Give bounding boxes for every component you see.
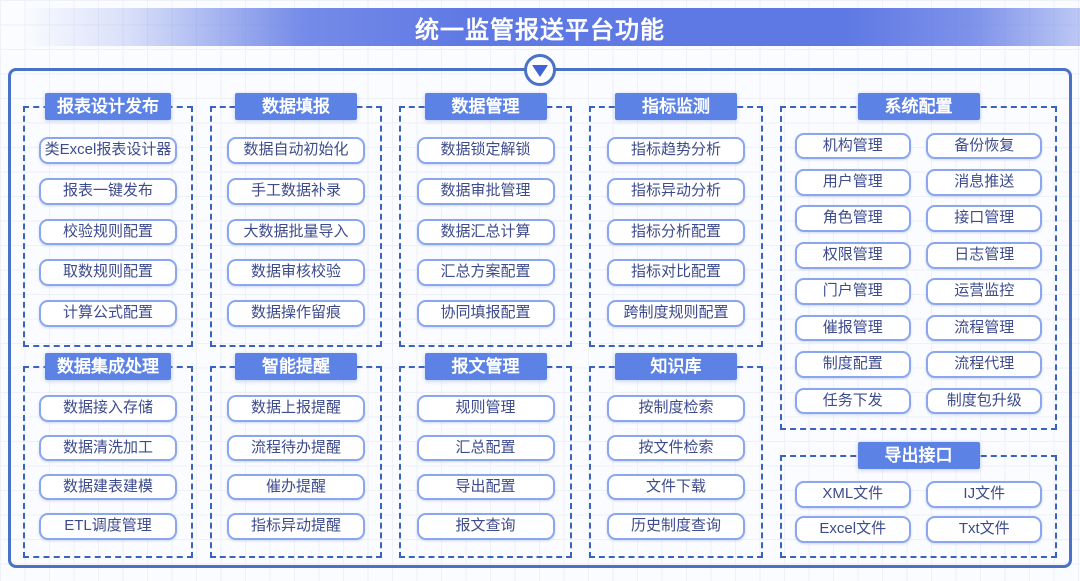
main-panel: 报表设计发布 类Excel报表设计器报表一键发布校验规则配置取数规则配置计算公式… [8, 68, 1072, 568]
function-item: 数据建表建模 [39, 473, 177, 501]
function-item: 手工数据补录 [227, 177, 365, 205]
function-item: 催办提醒 [227, 473, 365, 501]
group-header: 数据集成处理 [45, 353, 171, 380]
group-data-entry: 数据填报 数据自动初始化手工数据补录大数据批量导入数据审核校验数据操作留痕 [210, 93, 382, 347]
group-items: 数据自动初始化手工数据补录大数据批量导入数据审核校验数据操作留痕 [210, 106, 382, 347]
function-item: 门户管理 [794, 278, 911, 306]
function-item: 日志管理 [926, 241, 1043, 269]
function-item: 流程待办提醒 [227, 434, 365, 462]
function-item: 数据审核校验 [227, 259, 365, 287]
function-item: 规则管理 [416, 395, 555, 423]
function-item: 校验规则配置 [39, 218, 177, 246]
group-header: 数据填报 [235, 93, 357, 120]
function-item: 汇总方案配置 [416, 259, 555, 287]
function-item: 权限管理 [794, 241, 911, 269]
function-item: 接口管理 [926, 205, 1043, 233]
function-item: 指标异动分析 [607, 177, 745, 205]
function-item: 机构管理 [794, 132, 911, 160]
group-items: 机构管理备份恢复用户管理消息推送角色管理接口管理权限管理日志管理门户管理运营监控… [780, 106, 1057, 430]
function-item: 消息推送 [926, 169, 1043, 196]
column-2: 数据填报 数据自动初始化手工数据补录大数据批量导入数据审核校验数据操作留痕 智能… [210, 93, 382, 558]
function-item: 取数规则配置 [39, 259, 177, 287]
group-data-management: 数据管理 数据锁定解锁数据审批管理数据汇总计算汇总方案配置协同填报配置 [399, 93, 572, 347]
function-item: 类Excel报表设计器 [39, 137, 177, 164]
function-item: 报表一键发布 [39, 177, 177, 205]
group-export-interface: 导出接口 XML文件 IJ文件 Excel文件 Txt文件 [780, 442, 1057, 558]
group-header: 报表设计发布 [45, 93, 171, 120]
group-header: 智能提醒 [235, 353, 357, 380]
column-5: 系统配置 机构管理备份恢复用户管理消息推送角色管理接口管理权限管理日志管理门户管… [780, 93, 1057, 558]
function-item: ETL调度管理 [39, 512, 177, 540]
group-data-integration: 数据集成处理 数据接入存储数据清洗加工数据建表建模 ETL调度管理 [23, 353, 193, 558]
function-item: 运营监控 [926, 278, 1043, 306]
group-header: 报文管理 [424, 353, 547, 380]
function-item: IJ文件 [926, 480, 1043, 508]
function-item: 流程代理 [926, 351, 1043, 378]
function-item: 按制度检索 [607, 395, 745, 423]
function-item: 大数据批量导入 [227, 218, 365, 246]
function-item: Txt文件 [926, 516, 1043, 544]
group-knowledge-base: 知识库 按制度检索按文件检索文件下载历史制度查询 [589, 353, 763, 558]
function-item: 指标对比配置 [607, 259, 745, 287]
group-header: 数据管理 [424, 93, 547, 120]
group-header: 导出接口 [857, 442, 980, 469]
column-3: 数据管理 数据锁定解锁数据审批管理数据汇总计算汇总方案配置协同填报配置 报文管理… [399, 93, 572, 558]
group-items: 数据上报提醒流程待办提醒催办提醒指标异动提醒 [210, 366, 382, 558]
function-item: 制度配置 [794, 351, 911, 378]
function-item: 数据清洗加工 [39, 434, 177, 462]
function-item: 角色管理 [794, 205, 911, 233]
function-item: 用户管理 [794, 169, 911, 196]
column-4: 指标监测 指标趋势分析指标异动分析指标分析配置指标对比配置跨制度规则配置 知识库… [589, 93, 763, 558]
function-item: 数据自动初始化 [227, 137, 365, 164]
function-item: 协同填报配置 [416, 300, 555, 327]
function-item: 计算公式配置 [39, 300, 177, 327]
function-item: 数据审批管理 [416, 177, 555, 205]
group-indicator-monitoring: 指标监测 指标趋势分析指标异动分析指标分析配置指标对比配置跨制度规则配置 [589, 93, 763, 347]
group-report-design-publish: 报表设计发布 类Excel报表设计器报表一键发布校验规则配置取数规则配置计算公式… [23, 93, 193, 347]
group-items: XML文件 IJ文件 Excel文件 Txt文件 [780, 455, 1057, 558]
page-title: 统一监管报送平台功能 [415, 16, 665, 44]
group-items: 按制度检索按文件检索文件下载历史制度查询 [589, 366, 763, 558]
function-item: 制度包升级 [926, 387, 1043, 415]
group-items: 数据接入存储数据清洗加工数据建表建模 ETL调度管理 [23, 366, 193, 558]
function-item: 指标趋势分析 [607, 137, 745, 164]
function-item: 备份恢复 [926, 132, 1043, 160]
function-item: 指标分析配置 [607, 218, 745, 246]
function-item: 导出配置 [416, 473, 555, 501]
function-item: XML文件 [794, 480, 911, 508]
group-smart-reminder: 智能提醒 数据上报提醒流程待办提醒催办提醒指标异动提醒 [210, 353, 382, 558]
function-item: 数据操作留痕 [227, 300, 365, 327]
group-items: 规则管理汇总配置导出配置报文查询 [399, 366, 572, 558]
function-item: 报文查询 [416, 512, 555, 540]
function-item: Excel文件 [794, 516, 911, 544]
group-message-management: 报文管理 规则管理汇总配置导出配置报文查询 [399, 353, 572, 558]
connector-circle [524, 54, 556, 86]
group-header: 系统配置 [857, 93, 980, 120]
columns-container: 报表设计发布 类Excel报表设计器报表一键发布校验规则配置取数规则配置计算公式… [11, 71, 1069, 565]
group-items: 指标趋势分析指标异动分析指标分析配置指标对比配置跨制度规则配置 [589, 106, 763, 347]
down-arrow-icon [532, 65, 548, 77]
group-system-config: 系统配置 机构管理备份恢复用户管理消息推送角色管理接口管理权限管理日志管理门户管… [780, 93, 1057, 430]
function-item: 按文件检索 [607, 434, 745, 462]
function-item: 跨制度规则配置 [607, 300, 745, 327]
function-item: 数据锁定解锁 [416, 137, 555, 164]
function-item: 催报管理 [794, 314, 911, 342]
function-item: 文件下载 [607, 473, 745, 501]
function-item: 历史制度查询 [607, 512, 745, 540]
group-header: 知识库 [615, 353, 737, 380]
page-title-bar: 统一监管报送平台功能 [0, 8, 1080, 46]
function-item: 汇总配置 [416, 434, 555, 462]
group-items: 类Excel报表设计器报表一键发布校验规则配置取数规则配置计算公式配置 [23, 106, 193, 347]
column-1: 报表设计发布 类Excel报表设计器报表一键发布校验规则配置取数规则配置计算公式… [23, 93, 193, 558]
function-item: 指标异动提醒 [227, 512, 365, 540]
function-item: 流程管理 [926, 314, 1043, 342]
function-item: 任务下发 [794, 387, 911, 415]
group-items: 数据锁定解锁数据审批管理数据汇总计算汇总方案配置协同填报配置 [399, 106, 572, 347]
function-item: 数据上报提醒 [227, 395, 365, 423]
group-header: 指标监测 [615, 93, 737, 120]
function-item: 数据接入存储 [39, 395, 177, 423]
function-item: 数据汇总计算 [416, 218, 555, 246]
